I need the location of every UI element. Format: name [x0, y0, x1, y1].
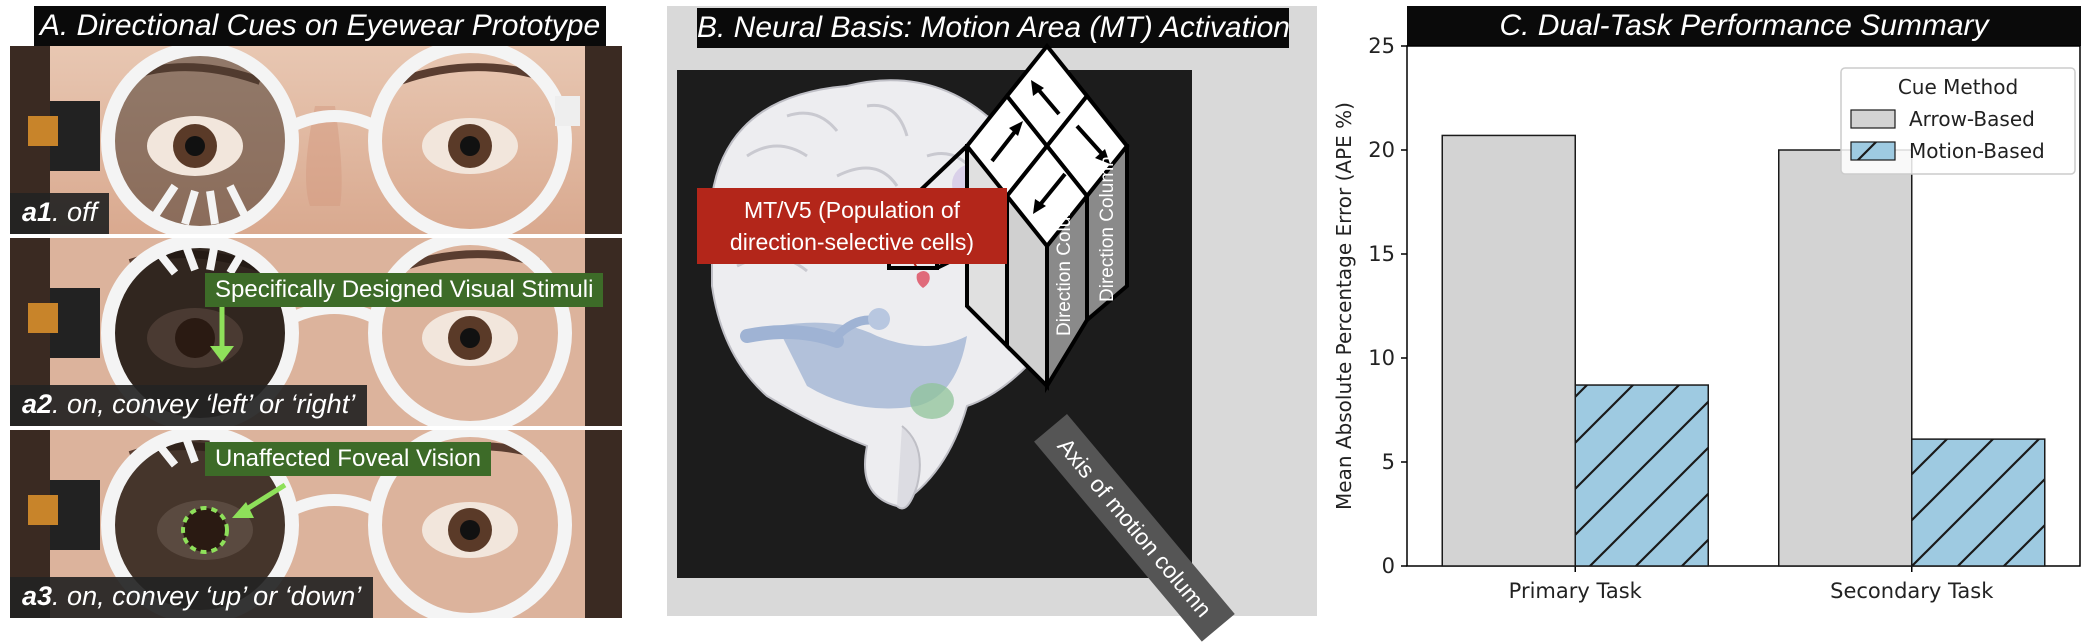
caption-a1: a1. off [10, 193, 110, 234]
legend-title: Cue Method [1898, 75, 2018, 99]
photo-a2: Specifically Designed Visual Stimuli a2.… [10, 238, 622, 426]
column-label-2: Direction Column [1097, 156, 1118, 302]
legend-entry: Motion-Based [1909, 139, 2045, 163]
x-tick-label: Primary Task [1509, 579, 1643, 603]
caption-a3: a3. on, convey ‘up’ or ‘down’ [10, 577, 374, 618]
panel-c-title: C. Dual-Task Performance Summary [1407, 6, 2081, 46]
y-tick-label: 5 [1382, 450, 1395, 474]
y-tick-label: 0 [1382, 554, 1395, 578]
face-photo-a1 [10, 46, 622, 234]
bar-motion-based-1 [1911, 438, 2046, 567]
mt-v5-label: MT/V5 (Population of direction-selective… [697, 188, 1007, 264]
x-tick-label: Secondary Task [1830, 579, 1994, 603]
bar-arrow-based-0 [1441, 134, 1576, 567]
y-axis-label: Mean Absolute Percentage Error (APE %) [1332, 102, 1356, 510]
y-tick-label: 25 [1368, 34, 1395, 58]
brain-diagram: Direction Column Direction Column [711, 42, 1130, 510]
photo-a3: Unaffected Foveal Vision a3. on, convey … [10, 430, 622, 618]
photo-a1: a1. off [10, 46, 622, 234]
legend-swatch [1850, 141, 1896, 161]
panel-a-title: A. Directional Cues on Eyewear Prototype [34, 6, 606, 46]
y-tick-label: 10 [1368, 346, 1395, 370]
plot-frame [1406, 45, 2081, 567]
direction-column-cube [964, 42, 1130, 394]
panel-b: B. Neural Basis: Motion Area (MT) Activa… [667, 6, 1317, 642]
caption-a2: a2. on, convey ‘left’ or ‘right’ [10, 385, 368, 426]
legend-swatch [1850, 109, 1896, 129]
legend-entry: Arrow-Based [1909, 107, 2035, 131]
y-tick-label: 20 [1368, 138, 1395, 162]
legend-box [1840, 67, 2076, 175]
column-label-1: Direction Column [1054, 190, 1075, 336]
foveal-label: Unaffected Foveal Vision [205, 442, 491, 476]
y-tick-label: 15 [1368, 242, 1395, 266]
bar-arrow-based-1 [1778, 149, 1913, 567]
stimuli-label: Specifically Designed Visual Stimuli [205, 273, 604, 307]
panel-b-title: B. Neural Basis: Motion Area (MT) Activa… [697, 8, 1290, 48]
bar-motion-based-0 [1574, 384, 1709, 567]
